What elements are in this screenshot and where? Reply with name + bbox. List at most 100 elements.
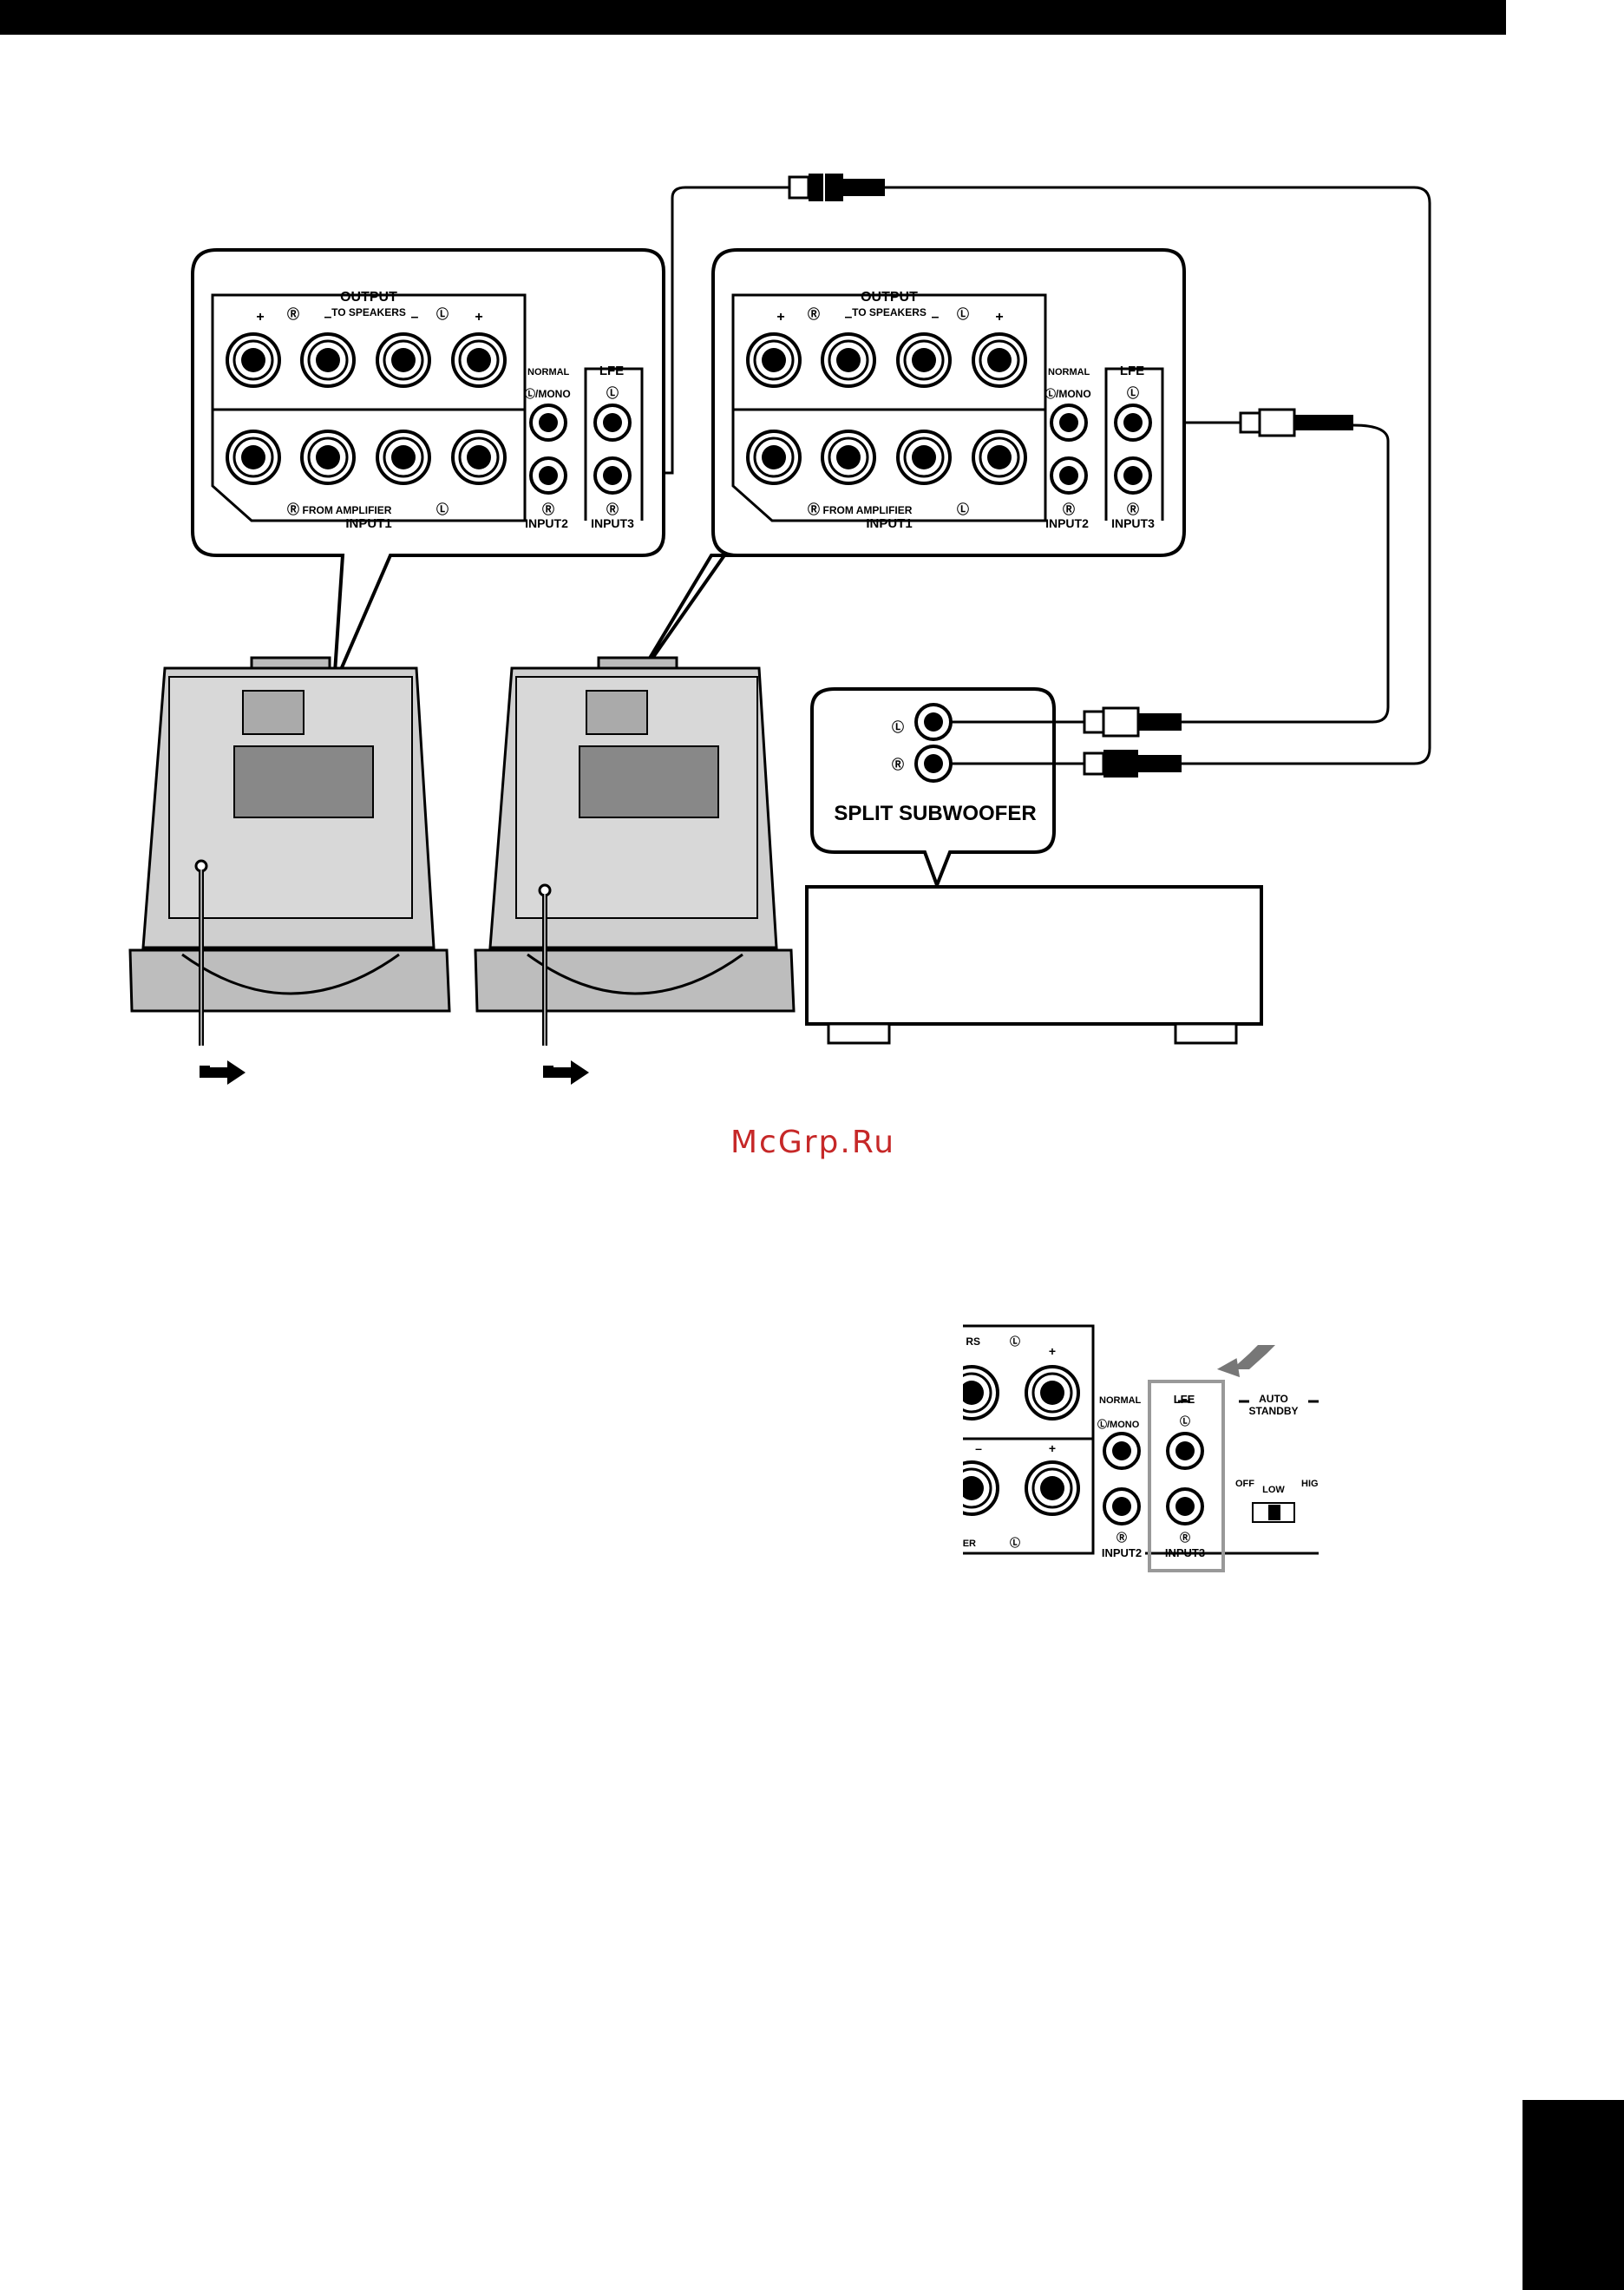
- speaker-jack: [451, 430, 507, 485]
- speaker-jack: [746, 332, 802, 388]
- lfe-detail-inset: RS Ⓛ + – + FIER Ⓛ NORMAL Ⓛ/MONO LFE Ⓛ Ⓡ …: [963, 1324, 1319, 1572]
- label-lmono-right: Ⓛ/MONO: [1045, 387, 1091, 400]
- label-lmono-left: Ⓛ/MONO: [525, 387, 571, 400]
- label-input3-right: INPUT3: [1111, 516, 1155, 530]
- sign: –: [845, 310, 853, 325]
- label-input3-inset: INPUT3: [1165, 1546, 1205, 1559]
- label-input1-left: INPUT1: [345, 516, 391, 531]
- speaker-jack: [972, 430, 1027, 485]
- label-normal-left: NORMAL: [527, 367, 570, 377]
- speaker-jack: [1025, 1365, 1080, 1421]
- label-input3-left: INPUT3: [591, 516, 634, 530]
- label-lmono-inset: Ⓛ/MONO: [1097, 1418, 1140, 1430]
- channel-l: Ⓛ: [1180, 1414, 1190, 1427]
- header-bar: [0, 0, 1506, 35]
- speaker-jack: [226, 430, 281, 485]
- sign: +: [776, 310, 784, 325]
- rca-jack: [593, 456, 632, 495]
- label-rs-partial: RS: [966, 1335, 980, 1348]
- subwoofer-left: [128, 656, 451, 1085]
- rca-jack: [529, 456, 567, 495]
- rca-plug-r: [1083, 750, 1182, 778]
- sign: +: [1049, 1344, 1056, 1358]
- label-output-right: OUTPUT: [861, 290, 918, 305]
- channel-r: Ⓡ: [542, 502, 554, 516]
- speaker-jack: [972, 332, 1027, 388]
- channel-r: Ⓡ: [1116, 1531, 1127, 1544]
- label-standby: STANDBY: [1248, 1405, 1298, 1417]
- rca-jack: [1114, 456, 1152, 495]
- speaker-jack: [1025, 1460, 1080, 1516]
- label-input2-right: INPUT2: [1045, 516, 1089, 530]
- label-normal-right: NORMAL: [1048, 367, 1090, 377]
- label-from-amplifier-right: FROM AMPLIFIER: [823, 504, 913, 516]
- channel-l: Ⓛ: [1010, 1536, 1020, 1549]
- label-output-left: OUTPUT: [340, 290, 397, 305]
- rca-jack: [1050, 456, 1088, 495]
- speaker-jack: [451, 332, 507, 388]
- speaker-jack: [963, 1460, 999, 1516]
- av-receiver: Ⓛ Ⓡ SPLIT SUBWOOFER: [805, 687, 1263, 1045]
- label-lfe-left: LFE: [599, 364, 624, 378]
- connection-diagram: OUTPUT TO SPEAKERS FROM AMPLIFIER INPUT1…: [128, 174, 1431, 1085]
- speaker-jack: [963, 1365, 999, 1421]
- label-lfe-right: LFE: [1120, 364, 1144, 378]
- label-lfe-inset: LFE: [1174, 1393, 1195, 1406]
- rca-jack: [593, 404, 632, 442]
- sign: +: [475, 310, 482, 325]
- label-auto: AUTO: [1259, 1393, 1288, 1405]
- rca-plug-top: [788, 174, 885, 201]
- label-off: OFF: [1235, 1479, 1254, 1489]
- speaker-jack: [226, 332, 281, 388]
- label-input2-left: INPUT2: [525, 516, 568, 530]
- rca-plug-lfe: [1239, 408, 1353, 437]
- rca-jack: [1166, 1432, 1204, 1470]
- channel-r: Ⓡ: [1127, 502, 1139, 516]
- channel-l: Ⓛ: [606, 386, 619, 400]
- channel-r: Ⓡ: [808, 502, 820, 516]
- page-tab-marker: [1522, 2100, 1624, 2290]
- speaker-jack: [896, 332, 952, 388]
- lfe-highlight: [1148, 1380, 1225, 1572]
- rca-jack: [1114, 404, 1152, 442]
- sign: –: [975, 1441, 982, 1455]
- watermark-text: McGrp.Ru: [730, 1125, 896, 1160]
- rca-jack: [1103, 1432, 1141, 1470]
- channel-l: Ⓛ: [892, 720, 904, 734]
- rca-jack: [1166, 1487, 1204, 1526]
- label-high: HIGH: [1301, 1479, 1319, 1489]
- channel-r: Ⓡ: [1180, 1531, 1190, 1544]
- subwoofer-right: [474, 656, 796, 1085]
- channel-r: Ⓡ: [808, 307, 820, 321]
- speaker-jack: [376, 332, 431, 388]
- sign: –: [324, 310, 332, 325]
- pre-out-r-jack: [914, 745, 953, 783]
- label-split-subwoofer: SPLIT SUBWOOFER: [834, 802, 1036, 825]
- rca-jack: [529, 404, 567, 442]
- sign: –: [932, 310, 940, 325]
- speaker-jack: [300, 332, 356, 388]
- sign: +: [256, 310, 264, 325]
- speaker-jack: [376, 430, 431, 485]
- label-input2-inset: INPUT2: [1102, 1546, 1142, 1559]
- channel-l: Ⓛ: [957, 502, 969, 516]
- rca-jack: [1050, 404, 1088, 442]
- channel-l: Ⓛ: [957, 307, 969, 321]
- speaker-jack: [896, 430, 952, 485]
- speaker-jack: [821, 430, 876, 485]
- callout-right: OUTPUT TO SPEAKERS FROM AMPLIFIER INPUT1…: [632, 248, 1186, 687]
- channel-l: Ⓛ: [436, 307, 449, 321]
- sign: +: [995, 310, 1003, 325]
- label-to-speakers-left: TO SPEAKERS: [331, 306, 406, 318]
- pre-out-l-jack: [914, 703, 953, 741]
- channel-r: Ⓡ: [606, 502, 619, 516]
- channel-r: Ⓡ: [892, 758, 904, 771]
- channel-l: Ⓛ: [436, 502, 449, 516]
- sign: +: [1049, 1441, 1056, 1455]
- label-to-speakers-right: TO SPEAKERS: [852, 306, 927, 318]
- rca-jack: [1103, 1487, 1141, 1526]
- callout-left: OUTPUT TO SPEAKERS FROM AMPLIFIER INPUT1…: [191, 248, 665, 686]
- channel-r: Ⓡ: [287, 307, 299, 321]
- label-fier-partial: FIER: [963, 1539, 976, 1549]
- label-normal-inset: NORMAL: [1099, 1395, 1142, 1406]
